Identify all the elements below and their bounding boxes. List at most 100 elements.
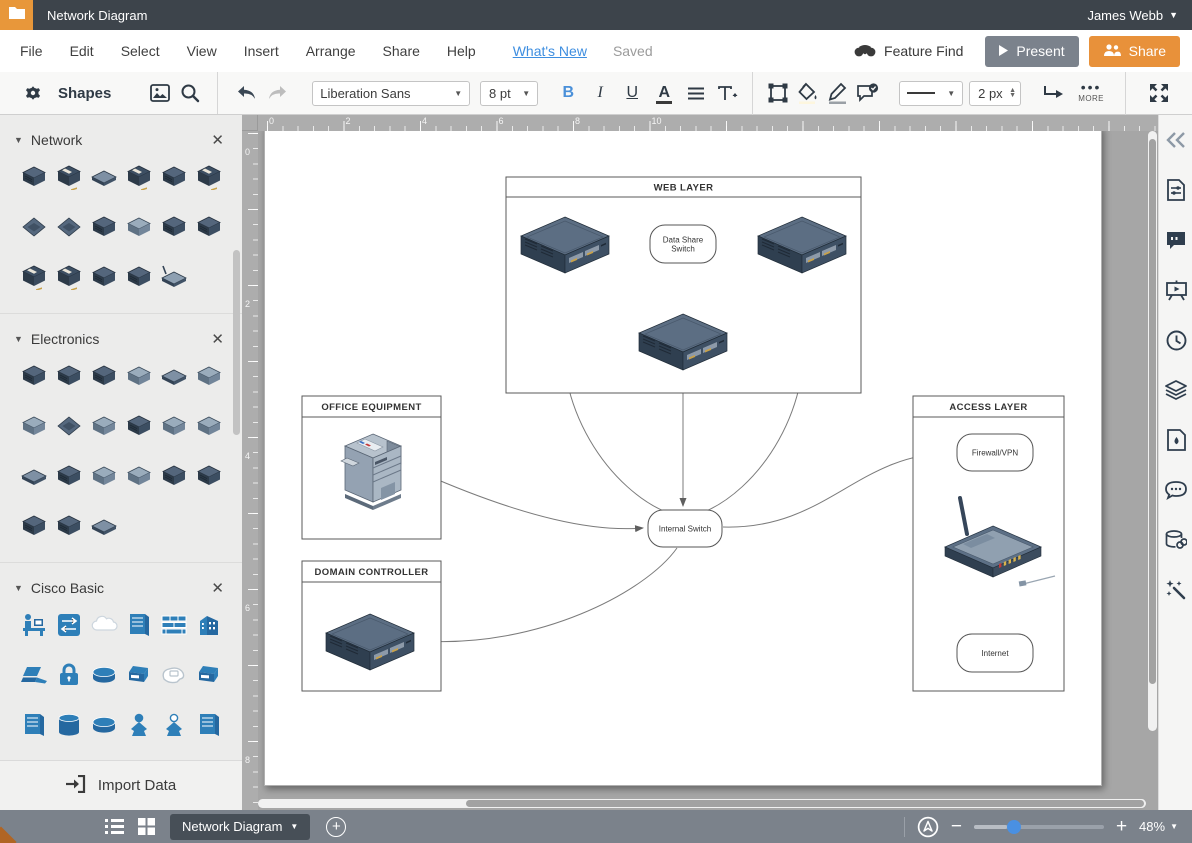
projector-shape[interactable] <box>156 358 191 394</box>
page-list-button[interactable] <box>98 814 130 840</box>
menu-insert[interactable]: Insert <box>244 43 279 59</box>
close-section-icon[interactable]: ✕ <box>207 579 228 597</box>
font-size-select[interactable]: 8 pt▼ <box>480 81 538 106</box>
firewall-shape[interactable] <box>156 607 191 643</box>
chevron-down-icon[interactable]: ▼ <box>14 334 23 344</box>
zoom-level-select[interactable]: 48% ▼ <box>1139 819 1178 834</box>
game-console-shape[interactable] <box>156 458 191 494</box>
node-data-share-switch[interactable]: Data ShareSwitch <box>650 225 716 263</box>
pda-shape[interactable] <box>191 358 226 394</box>
tablet-shape[interactable] <box>51 408 86 444</box>
pc-tower-shape[interactable] <box>51 458 86 494</box>
ups-shape[interactable] <box>191 707 226 743</box>
shape-status-button[interactable] <box>853 78 883 108</box>
undo-button[interactable] <box>232 78 262 108</box>
page-tab[interactable]: Network Diagram ▼ <box>170 814 310 840</box>
user-shape[interactable] <box>121 707 156 743</box>
modem-shape[interactable] <box>121 209 156 245</box>
magic-clean-icon[interactable] <box>1159 573 1192 607</box>
pc-shape[interactable] <box>121 657 156 693</box>
horizontal-scrollbar[interactable] <box>258 799 1146 808</box>
menu-edit[interactable]: Edit <box>70 43 94 59</box>
printer-shape[interactable] <box>191 159 226 195</box>
document-settings-icon[interactable] <box>1159 173 1192 207</box>
layers-icon[interactable] <box>1159 373 1192 407</box>
menu-help[interactable]: Help <box>447 43 476 59</box>
cabinet-shape[interactable] <box>16 707 51 743</box>
line-color-button[interactable] <box>823 78 853 108</box>
canvas-area[interactable]: 0246810 02468 WEB LAYER OFFICE EQUIPMENT… <box>242 115 1158 810</box>
wireless-hub-shape[interactable] <box>156 259 191 295</box>
underline-button[interactable]: U <box>616 78 648 108</box>
mp3-player-shape[interactable] <box>86 458 121 494</box>
monitor-shape[interactable] <box>86 508 121 544</box>
whats-new-link[interactable]: What's New <box>513 43 587 59</box>
section-title[interactable]: Cisco Basic <box>31 580 208 596</box>
zoom-out-button[interactable]: − <box>951 817 962 836</box>
menu-share[interactable]: Share <box>383 43 420 59</box>
printer-device[interactable] <box>341 434 401 510</box>
chevron-down-icon[interactable]: ▼ <box>14 583 23 593</box>
dvr-shape[interactable] <box>16 508 51 544</box>
vertical-scrollbar[interactable] <box>1148 131 1157 731</box>
fullscreen-button[interactable] <box>1144 78 1174 108</box>
text-options-button[interactable] <box>712 78 744 108</box>
switch-shape[interactable] <box>16 209 51 245</box>
page-grid-button[interactable] <box>130 814 162 840</box>
node-internet[interactable]: Internet <box>957 634 1033 672</box>
share-button[interactable]: Share <box>1089 36 1180 67</box>
calculator-shape[interactable] <box>121 358 156 394</box>
insert-image-button[interactable] <box>145 78 175 108</box>
close-section-icon[interactable]: ✕ <box>207 131 228 149</box>
tape-array-shape[interactable] <box>121 159 156 195</box>
menu-arrange[interactable]: Arrange <box>306 43 356 59</box>
search-shapes-button[interactable] <box>175 78 205 108</box>
tower-shape[interactable] <box>86 259 121 295</box>
revision-history-icon[interactable] <box>1159 323 1192 357</box>
italic-button[interactable]: I <box>584 78 616 108</box>
sticky-notes-icon[interactable] <box>1159 223 1192 257</box>
network-diagram[interactable]: WEB LAYER OFFICE EQUIPMENT DOMAIN CONTRO… <box>265 127 1103 787</box>
security-lock-shape[interactable] <box>51 657 86 693</box>
redo-button[interactable] <box>262 78 292 108</box>
building-shape[interactable] <box>191 607 226 643</box>
line-style-select[interactable]: ▼ <box>899 81 963 106</box>
scanner-shape[interactable] <box>156 408 191 444</box>
add-page-button[interactable]: + <box>326 817 346 837</box>
storage-shape[interactable] <box>121 259 156 295</box>
supervisor-shape[interactable] <box>156 707 191 743</box>
switch-shape[interactable] <box>51 607 86 643</box>
section-title[interactable]: Electronics <box>31 331 208 347</box>
menu-file[interactable]: File <box>20 43 43 59</box>
surround-speakers-shape[interactable] <box>86 358 121 394</box>
zoom-slider-knob[interactable] <box>1007 820 1021 834</box>
memory-module-shape[interactable] <box>51 508 86 544</box>
user-menu[interactable]: James Webb ▼ <box>1087 8 1178 23</box>
fill-color-button[interactable] <box>793 78 823 108</box>
section-title[interactable]: Network <box>31 132 208 148</box>
menu-select[interactable]: Select <box>121 43 160 59</box>
data-linking-icon[interactable] <box>1159 523 1192 557</box>
zoom-slider[interactable] <box>974 825 1104 829</box>
text-align-button[interactable] <box>680 78 712 108</box>
bold-button[interactable]: B <box>552 78 584 108</box>
server-shape[interactable] <box>121 607 156 643</box>
node-firewall-vpn[interactable]: Firewall/VPN <box>957 434 1033 471</box>
chevron-down-icon[interactable]: ▼ <box>14 135 23 145</box>
panel-scrollbar[interactable] <box>233 250 240 435</box>
comments-icon[interactable] <box>1159 473 1192 507</box>
bridge-shape[interactable] <box>86 209 121 245</box>
router-shape[interactable] <box>51 209 86 245</box>
node-internal-switch[interactable]: Internal Switch <box>648 510 722 547</box>
home-theater-shape[interactable] <box>51 358 86 394</box>
collapse-panel-icon[interactable] <box>1159 123 1192 157</box>
zoom-in-button[interactable]: + <box>1116 817 1127 836</box>
rack-shape[interactable] <box>191 209 226 245</box>
menu-view[interactable]: View <box>187 43 217 59</box>
page-style-icon[interactable] <box>1159 423 1192 457</box>
handheld-shape[interactable] <box>16 408 51 444</box>
cloud-shape[interactable] <box>86 607 121 643</box>
workstation-shape[interactable] <box>16 607 51 643</box>
hub-shape[interactable] <box>86 657 121 693</box>
ip-phone-shape[interactable] <box>156 657 191 693</box>
